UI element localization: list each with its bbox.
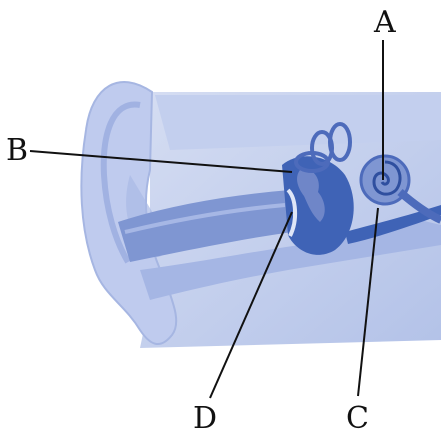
label-b: B [6, 136, 28, 166]
label-a: A [374, 8, 396, 38]
label-d: D [193, 404, 217, 434]
label-c: C [346, 404, 369, 434]
